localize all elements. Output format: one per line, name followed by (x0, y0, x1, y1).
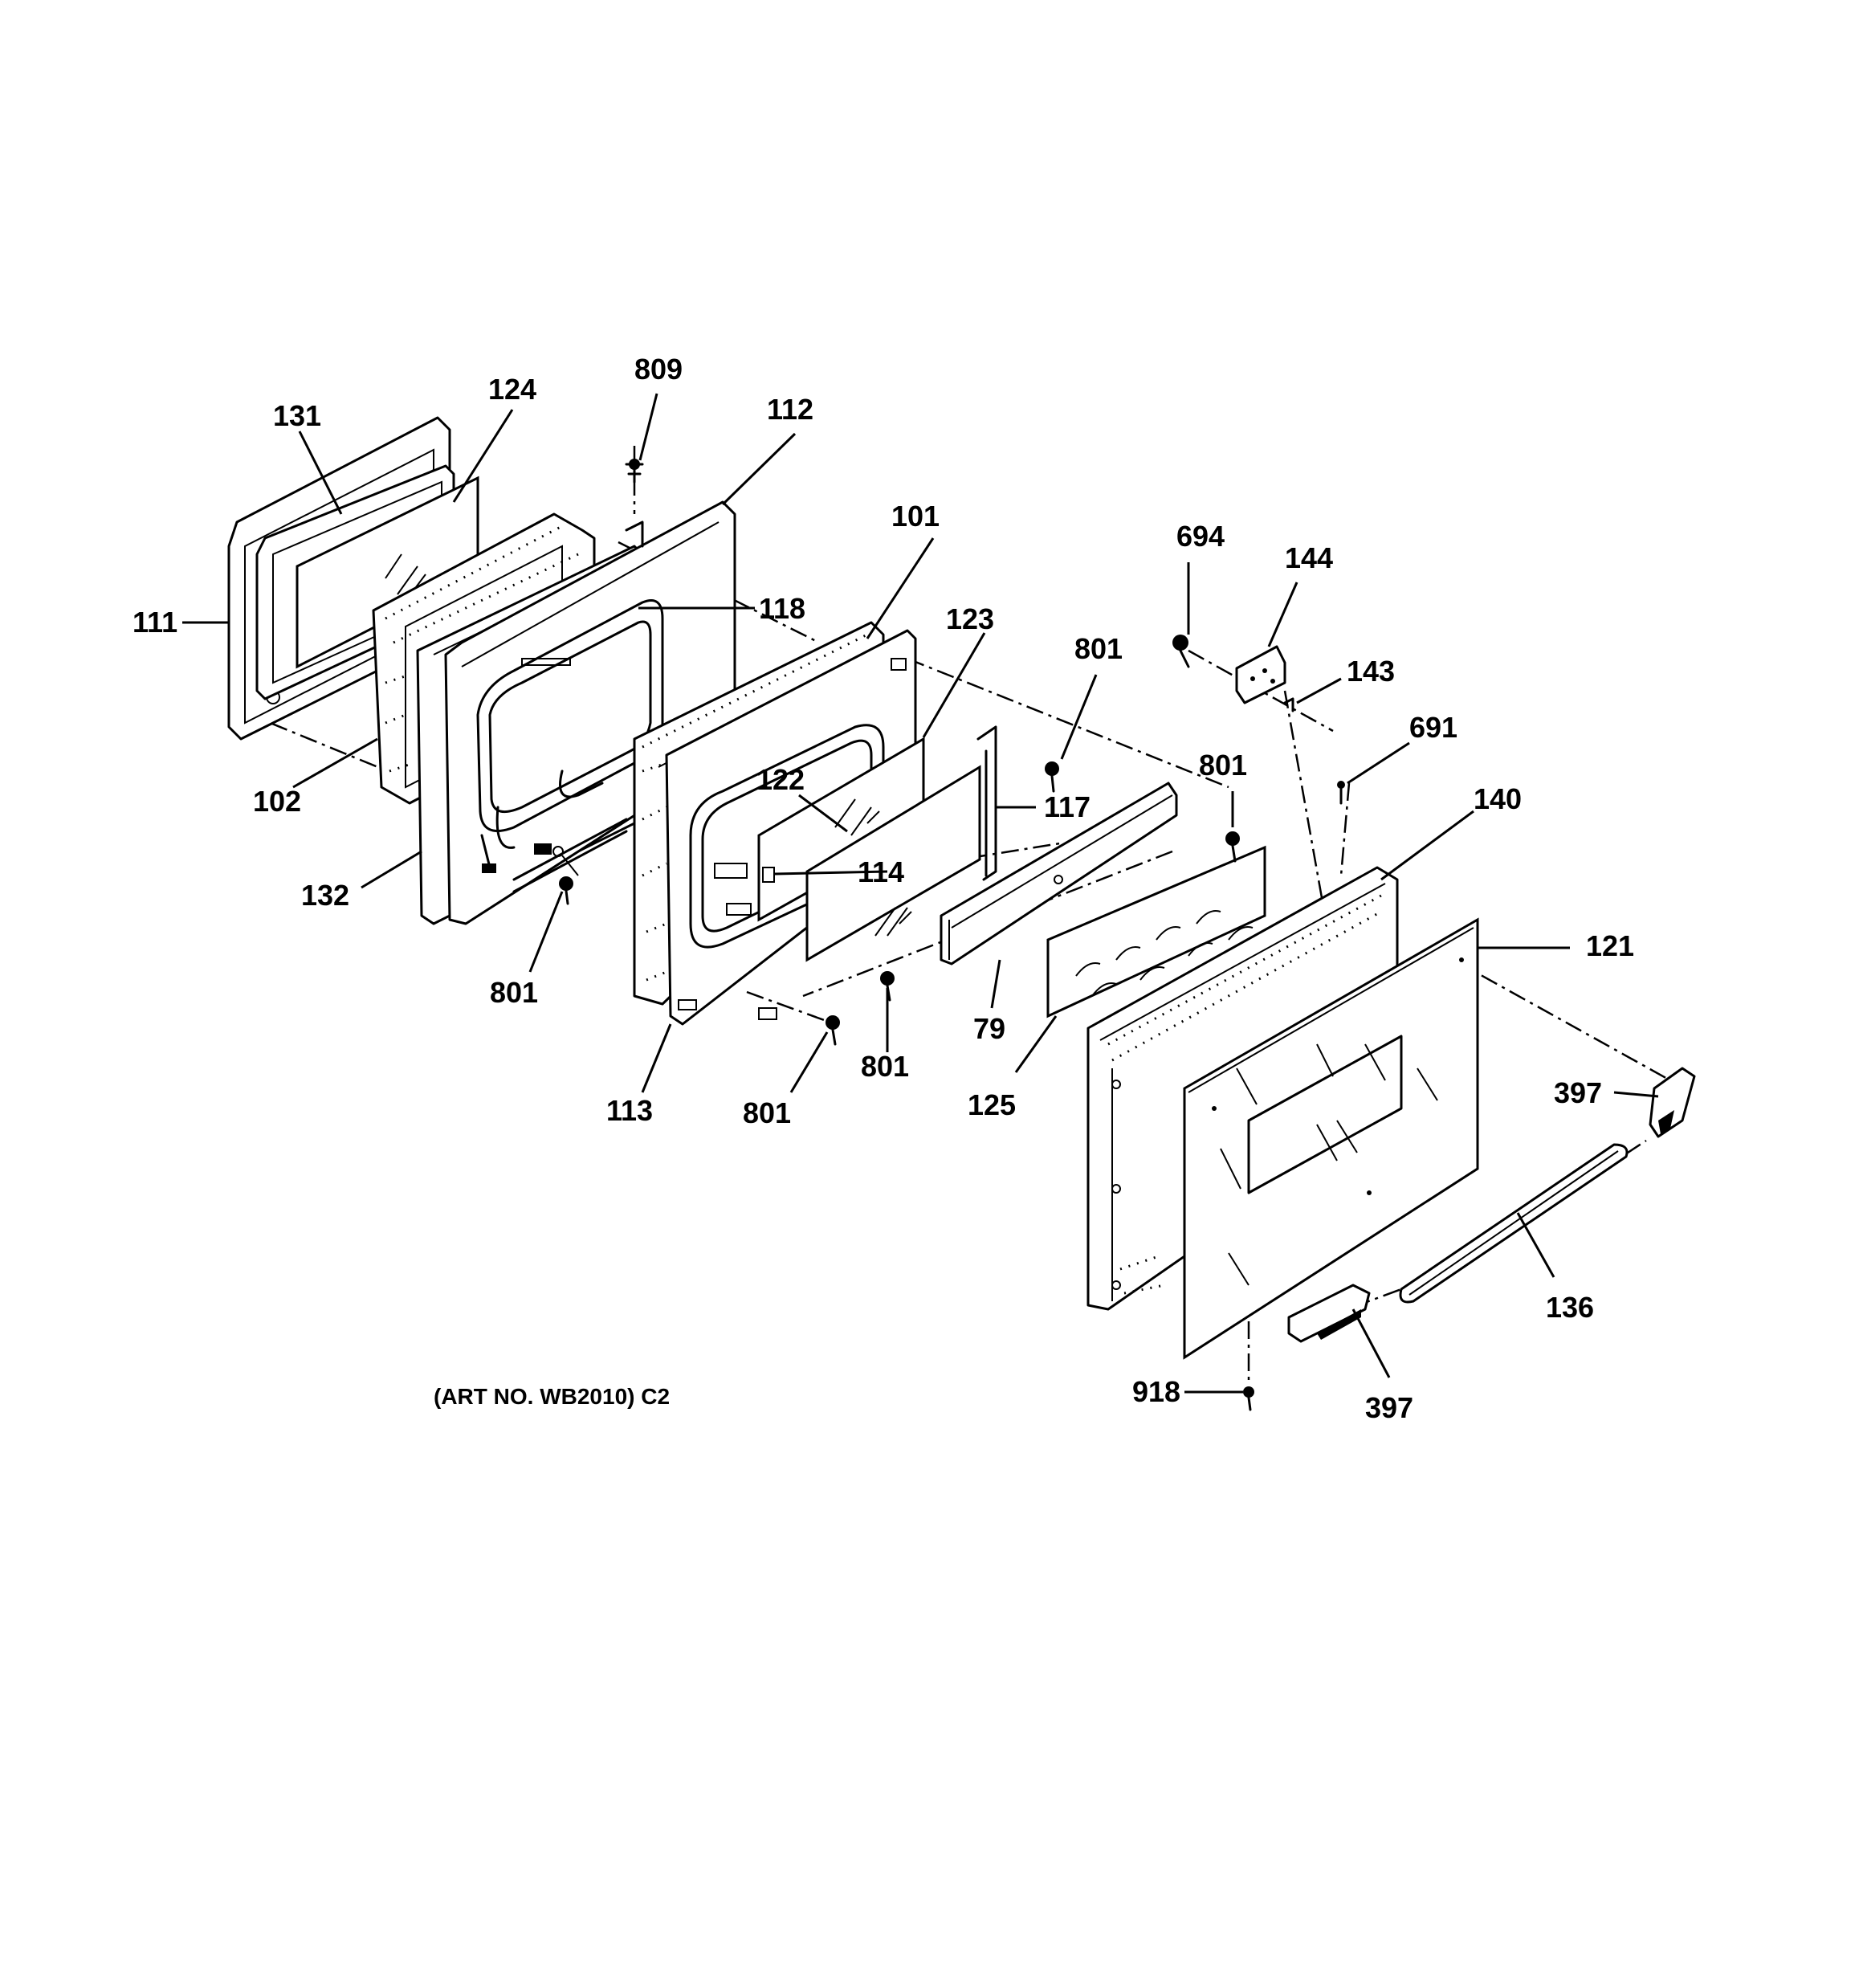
callout-121: 121 (1586, 929, 1634, 962)
part-123-middle-glass (805, 765, 981, 962)
screw-801-left (559, 876, 573, 905)
leader-lines (182, 393, 1659, 1394)
callout-122: 122 (756, 763, 805, 796)
callout-131: 131 (273, 399, 321, 432)
callout-691: 691 (1409, 711, 1457, 744)
part-397-handle-end-cap-lower (1287, 1284, 1371, 1343)
callout-113: 113 (606, 1094, 653, 1127)
callout-101: 101 (891, 500, 940, 533)
part-121-outer-glass (1183, 917, 1479, 1360)
callout-102: 102 (253, 785, 301, 818)
callout-136: 136 (1546, 1291, 1594, 1324)
callout-123: 123 (946, 602, 994, 635)
part-136-door-handle (1399, 1143, 1629, 1304)
art-number-caption: (ART NO. WB2010) C2 (434, 1384, 670, 1409)
callout-117: 117 (1044, 790, 1090, 823)
callout-918: 918 (1132, 1375, 1180, 1408)
part-144-hinge-bracket (1235, 645, 1286, 704)
part-143-hinge-pin (1283, 697, 1294, 712)
screw-801-right (1225, 831, 1240, 863)
callout-79: 79 (973, 1012, 1005, 1045)
part-118-gasket (625, 520, 644, 548)
callout-140: 140 (1474, 782, 1522, 815)
callout-397-upper: 397 (1554, 1076, 1602, 1109)
screw-809 (625, 459, 644, 484)
part-125-vent-glass (1046, 845, 1266, 1018)
callout-801-top: 801 (1074, 632, 1123, 665)
callout-694: 694 (1176, 520, 1225, 553)
callout-801-left: 801 (490, 976, 538, 1009)
callout-111: 111 (132, 606, 177, 639)
callout-801-right: 801 (1199, 749, 1247, 782)
callout-397-lower: 397 (1365, 1391, 1413, 1424)
screw-801-top (1045, 761, 1059, 793)
callout-801-center: 801 (861, 1050, 909, 1083)
callout-labels: 131 124 809 112 101 111 118 123 801 694 … (132, 353, 1634, 1424)
part-117-glass-bracket (976, 725, 997, 881)
callout-801-bottom: 801 (743, 1096, 791, 1129)
screw-694 (1172, 635, 1190, 668)
part-114-glass-clip (762, 867, 775, 883)
callout-125: 125 (968, 1088, 1016, 1121)
part-397-handle-end-cap-upper (1649, 1067, 1696, 1138)
callout-144: 144 (1285, 541, 1333, 574)
screw-801-bottom (826, 1015, 840, 1046)
callout-118: 118 (759, 592, 805, 625)
callout-809: 809 (634, 353, 683, 386)
callout-112: 112 (767, 393, 813, 426)
callout-143: 143 (1347, 655, 1395, 688)
screw-918 (1243, 1386, 1254, 1411)
callout-132: 132 (301, 879, 349, 912)
callout-124: 124 (488, 373, 536, 406)
screw-691 (1337, 781, 1345, 805)
part-79-vent-channel (940, 782, 1178, 965)
callout-114: 114 (858, 855, 904, 888)
